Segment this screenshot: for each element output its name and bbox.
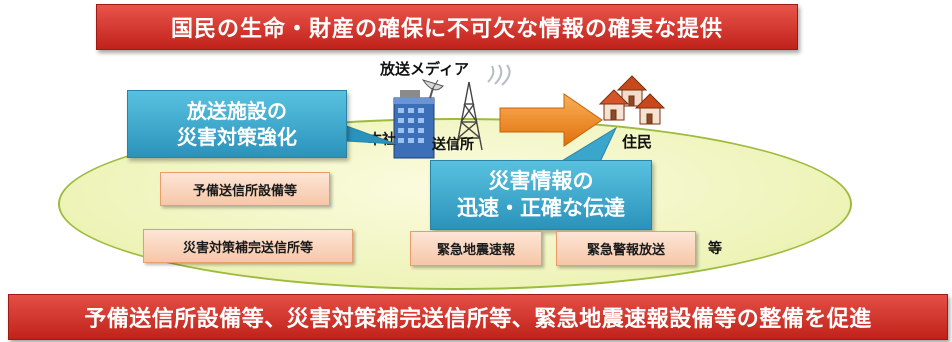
earthquake-early-warning-tag: 緊急地震速報 [410, 231, 542, 266]
facility-box-line1: 放送施設の [187, 99, 287, 123]
signal-waves-icon [487, 64, 511, 86]
info-box-line2: 迅速・正確な伝達 [457, 196, 625, 220]
disaster-info-box: 災害情報の 迅速・正確な伝達 [430, 160, 652, 230]
facility-box-line2: 災害対策強化 [177, 125, 297, 149]
houses-icon [598, 75, 666, 125]
standby-transmitter-tag: 予備送信所設備等 [160, 172, 330, 206]
supplementary-transmitter-tag: 災害対策補完送信所等 [143, 229, 353, 263]
bottom-banner: 予備送信所設備等、災害対策補完送信所等、緊急地震速報設備等の整備を促進 [8, 294, 948, 340]
info-box-line1: 災害情報の [488, 168, 594, 193]
satellite-dish-icon [421, 79, 444, 99]
etc-label: 等 [708, 241, 722, 257]
building-icon [393, 90, 435, 159]
arrow-right-icon [499, 93, 603, 147]
facility-hardening-box: 放送施設の 災害対策強化 [127, 90, 347, 158]
top-banner: 国民の生命・財産の確保に不可欠な情報の確実な提供 [96, 4, 798, 50]
transmission-tower-icon [455, 81, 483, 151]
emergency-warning-broadcast-tag: 緊急警報放送 [556, 231, 696, 266]
media-label: 放送メディア [380, 60, 469, 78]
transmitter-label: 送信所 [432, 137, 474, 153]
residents-label: 住民 [622, 133, 653, 151]
